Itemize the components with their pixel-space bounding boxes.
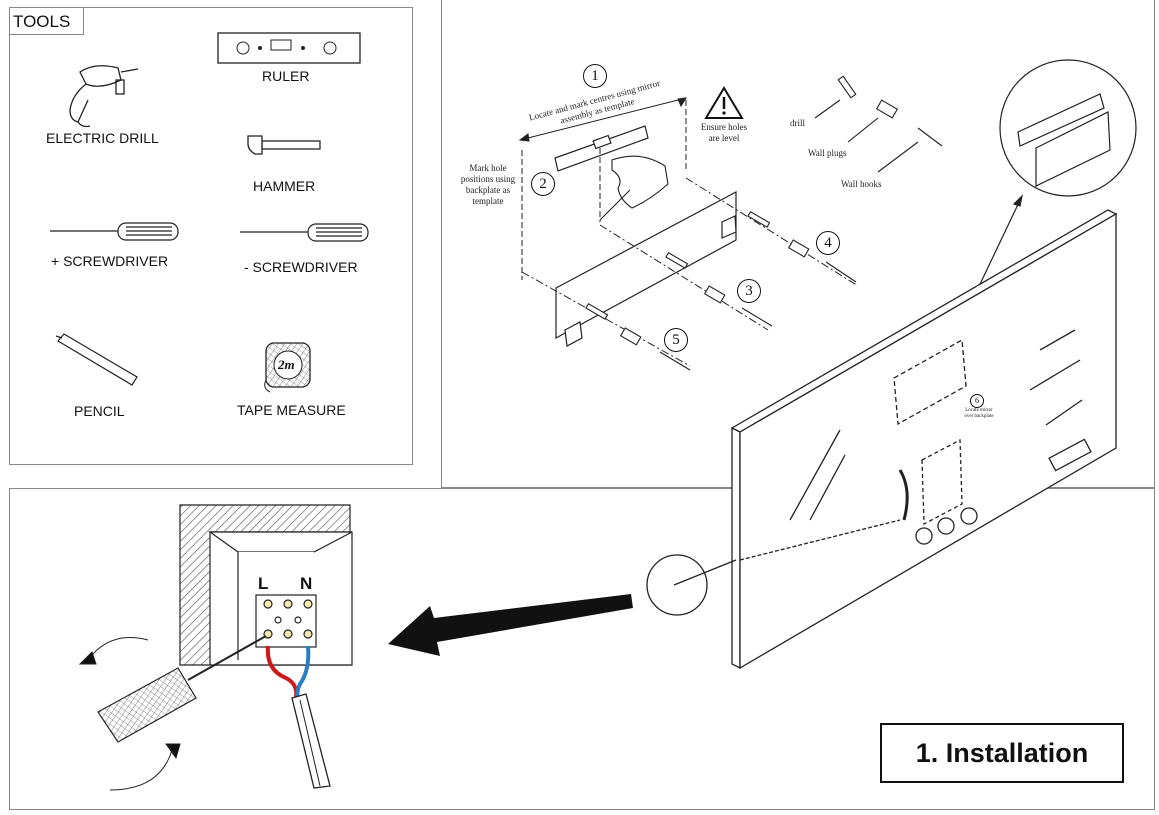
ruler-icon xyxy=(217,32,361,64)
direction-arrow xyxy=(388,594,633,656)
step-6-text: Locate mirror over backplate xyxy=(964,408,994,419)
ruler-label: RULER xyxy=(262,68,310,84)
pencil-label: PENCIL xyxy=(74,403,125,419)
rotation-arrows xyxy=(78,637,181,791)
drill-label: drill xyxy=(790,118,805,128)
plus-screwdriver-icon xyxy=(50,222,179,241)
backplate-icon xyxy=(555,191,737,347)
step-4-number: 4 xyxy=(816,231,840,255)
terminal-block xyxy=(255,594,317,648)
live-terminal-label: L xyxy=(258,574,269,593)
wall-hooks-label: Wall hooks xyxy=(841,179,882,189)
step-2-number: 2 xyxy=(531,172,555,196)
electric-drill-label: ELECTRIC DRILL xyxy=(46,130,159,146)
screwdriver-icon xyxy=(97,635,267,743)
tape-measure-icon xyxy=(264,342,311,393)
wall-plugs-label: Wall plugs xyxy=(808,148,847,158)
step-2-text: Mark hole positions using backplate as t… xyxy=(460,163,516,206)
electric-drill-icon xyxy=(69,65,139,128)
warning-icon xyxy=(704,86,744,119)
wires xyxy=(265,645,331,789)
mirror-icon xyxy=(646,209,1118,670)
neutral-terminal-label: N xyxy=(300,574,313,593)
plus-screwdriver-label: + SCREWDRIVER xyxy=(51,253,169,269)
alignment-lines xyxy=(521,177,859,367)
hand-icon xyxy=(599,155,669,221)
step-5-number: 5 xyxy=(664,328,688,352)
pencil-icon xyxy=(55,333,138,386)
tape-measure-label: TAPE MEASURE xyxy=(237,402,346,418)
hammer-icon xyxy=(247,135,321,155)
minus-screwdriver-label: - SCREWDRIVER xyxy=(244,259,358,275)
template-bar-icon xyxy=(554,125,649,172)
step-6-number: 6 xyxy=(970,394,984,408)
tools-title: TOOLS xyxy=(13,12,71,31)
tape-marking: 2m xyxy=(278,357,295,372)
step-3-number: 3 xyxy=(737,279,761,303)
warning-text: Ensure holes are level xyxy=(700,122,748,143)
installation-title: 1. Installation xyxy=(915,738,1089,768)
installation-title-box xyxy=(880,723,1124,783)
tools-title-box xyxy=(9,7,84,35)
fixings-icons xyxy=(585,75,943,371)
magnifier-detail xyxy=(961,59,1137,323)
minus-screwdriver-icon xyxy=(240,223,369,242)
step-1-number: 1 xyxy=(583,64,607,88)
hammer-label: HAMMER xyxy=(253,178,316,194)
measure-line xyxy=(518,97,687,280)
